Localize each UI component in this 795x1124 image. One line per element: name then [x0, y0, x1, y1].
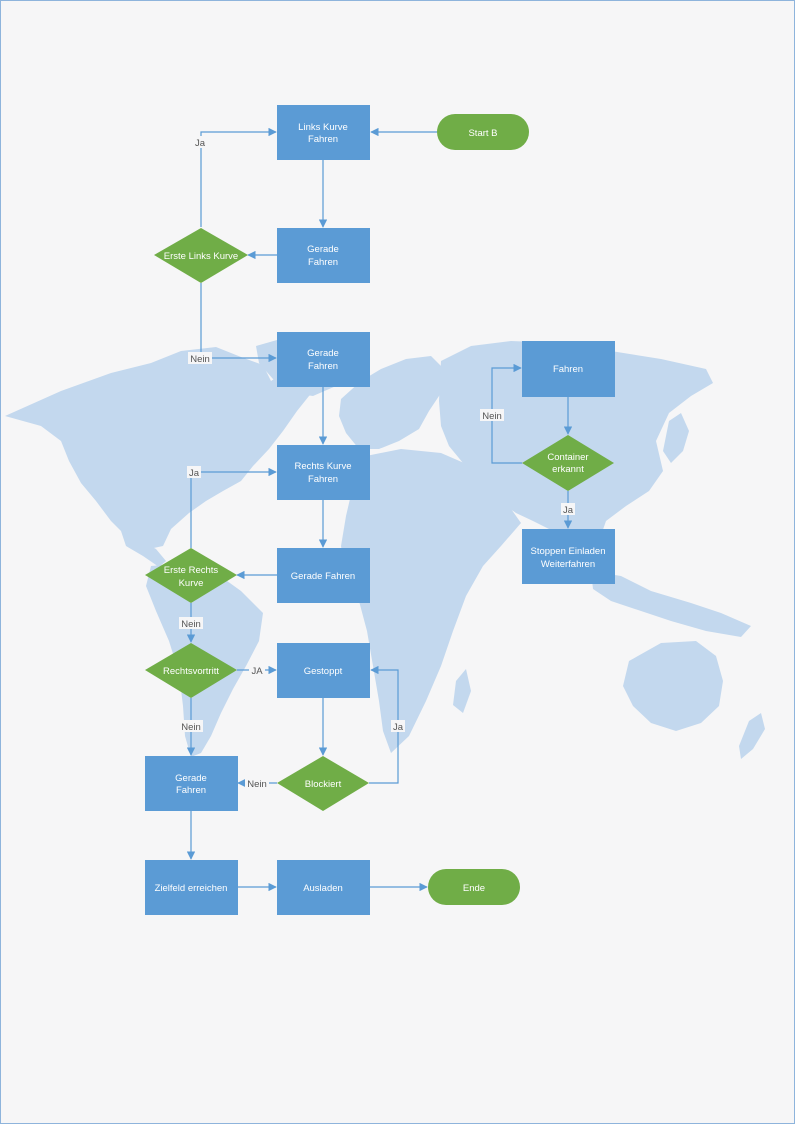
- node-start-b[interactable]: Start B: [437, 114, 529, 150]
- decision-erste-rechts-kurve-line1: Erste Rechts: [164, 565, 219, 576]
- decision-rechtsvortritt[interactable]: Rechtsvortritt: [145, 643, 237, 698]
- node-gerade-fahren-1-line1: Gerade: [307, 244, 339, 255]
- svg-text:Ja: Ja: [563, 505, 574, 516]
- map-central-america: [121, 531, 166, 567]
- decision-erste-links-kurve[interactable]: Erste Links Kurve: [154, 228, 248, 283]
- node-links-kurve-fahren[interactable]: Links Kurve Fahren: [277, 105, 370, 160]
- label-blockiert-ja: Ja: [391, 720, 405, 733]
- decision-erste-rechts-kurve[interactable]: Erste Rechts Kurve: [145, 548, 237, 603]
- label-links-nein: Nein: [188, 352, 212, 365]
- decision-rechtsvortritt-label: Rechtsvortritt: [163, 666, 219, 677]
- node-zielfeld-label: Zielfeld erreichen: [155, 883, 228, 894]
- svg-text:Ja: Ja: [393, 722, 404, 733]
- svg-text:Nein: Nein: [482, 411, 502, 422]
- node-gerade-fahren-2-line2: Fahren: [308, 361, 338, 372]
- label-rechts-nein: Nein: [179, 617, 203, 630]
- node-stoppen-line1: Stoppen Einladen: [530, 546, 605, 557]
- edge-labels: Ja Nein Ja Nein JA Nein Nein Ja: [179, 136, 575, 790]
- node-links-kurve-line2: Fahren: [308, 134, 338, 145]
- node-gerade-fahren-2-line1: Gerade: [307, 348, 339, 359]
- svg-text:Nein: Nein: [181, 619, 201, 630]
- svg-text:JA: JA: [251, 666, 263, 677]
- node-gerade-fahren-4-line2: Fahren: [176, 785, 206, 796]
- label-blockiert-nein: Nein: [245, 777, 269, 790]
- node-gerade-fahren-1-line2: Fahren: [308, 257, 338, 268]
- map-north-america: [5, 347, 346, 549]
- edge-links-decision-ja: [200, 127, 277, 227]
- decision-container-erkannt[interactable]: Container erkannt: [522, 435, 614, 491]
- map-madagascar: [453, 669, 471, 713]
- node-fahren-label: Fahren: [553, 364, 583, 375]
- node-ausladen-label: Ausladen: [303, 883, 343, 894]
- decision-container-line1: Container: [547, 452, 588, 463]
- svg-text:Nein: Nein: [181, 722, 201, 733]
- label-container-nein: Nein: [480, 409, 504, 422]
- node-stoppen-einladen[interactable]: Stoppen Einladen Weiterfahren: [522, 529, 615, 584]
- label-rechtsvortritt-ja: JA: [249, 664, 265, 677]
- node-fahren[interactable]: Fahren: [522, 341, 615, 397]
- map-new-zealand: [739, 713, 765, 759]
- node-gerade-fahren-3[interactable]: Gerade Fahren: [277, 548, 370, 603]
- node-rechts-kurve-fahren[interactable]: Rechts Kurve Fahren: [277, 445, 370, 500]
- node-zielfeld-erreichen[interactable]: Zielfeld erreichen: [145, 860, 238, 915]
- node-gerade-fahren-4[interactable]: Gerade Fahren: [145, 756, 238, 811]
- node-ausladen[interactable]: Ausladen: [277, 860, 370, 915]
- node-gerade-fahren-3-label: Gerade Fahren: [291, 571, 355, 582]
- map-southeast-asia: [591, 571, 751, 637]
- map-australia: [623, 641, 723, 731]
- node-ende-label: Ende: [463, 883, 485, 894]
- decision-erste-rechts-kurve-line2: Kurve: [179, 578, 204, 589]
- world-map-background: [5, 336, 765, 759]
- svg-text:Nein: Nein: [247, 779, 267, 790]
- map-japan: [663, 413, 689, 463]
- nodes: Start B Links Kurve Fahren Gerade Fahren…: [145, 105, 615, 915]
- label-container-ja: Ja: [561, 503, 575, 516]
- svg-text:Nein: Nein: [190, 354, 210, 365]
- svg-text:Ja: Ja: [195, 138, 206, 149]
- map-africa: [341, 449, 521, 753]
- label-rechts-ja: Ja: [187, 466, 201, 479]
- label-rechtsvortritt-nein: Nein: [179, 720, 203, 733]
- node-gestoppt[interactable]: Gestoppt: [277, 643, 370, 698]
- decision-blockiert-label: Blockiert: [305, 779, 342, 790]
- node-start-b-label: Start B: [468, 128, 497, 139]
- node-gerade-fahren-4-line1: Gerade: [175, 773, 207, 784]
- node-gestoppt-label: Gestoppt: [304, 666, 343, 677]
- node-rechts-kurve-line2: Fahren: [308, 474, 338, 485]
- decision-erste-links-kurve-label: Erste Links Kurve: [164, 251, 238, 262]
- node-stoppen-line2: Weiterfahren: [541, 559, 595, 570]
- svg-text:Ja: Ja: [189, 468, 200, 479]
- node-links-kurve-line1: Links Kurve: [298, 122, 348, 133]
- decision-blockiert[interactable]: Blockiert: [277, 756, 369, 811]
- node-ende[interactable]: Ende: [428, 869, 520, 905]
- decision-container-line2: erkannt: [552, 464, 584, 475]
- label-links-ja: Ja: [193, 136, 207, 149]
- node-gerade-fahren-1[interactable]: Gerade Fahren: [277, 228, 370, 283]
- node-rechts-kurve-line1: Rechts Kurve: [294, 461, 351, 472]
- node-gerade-fahren-2[interactable]: Gerade Fahren: [277, 332, 370, 387]
